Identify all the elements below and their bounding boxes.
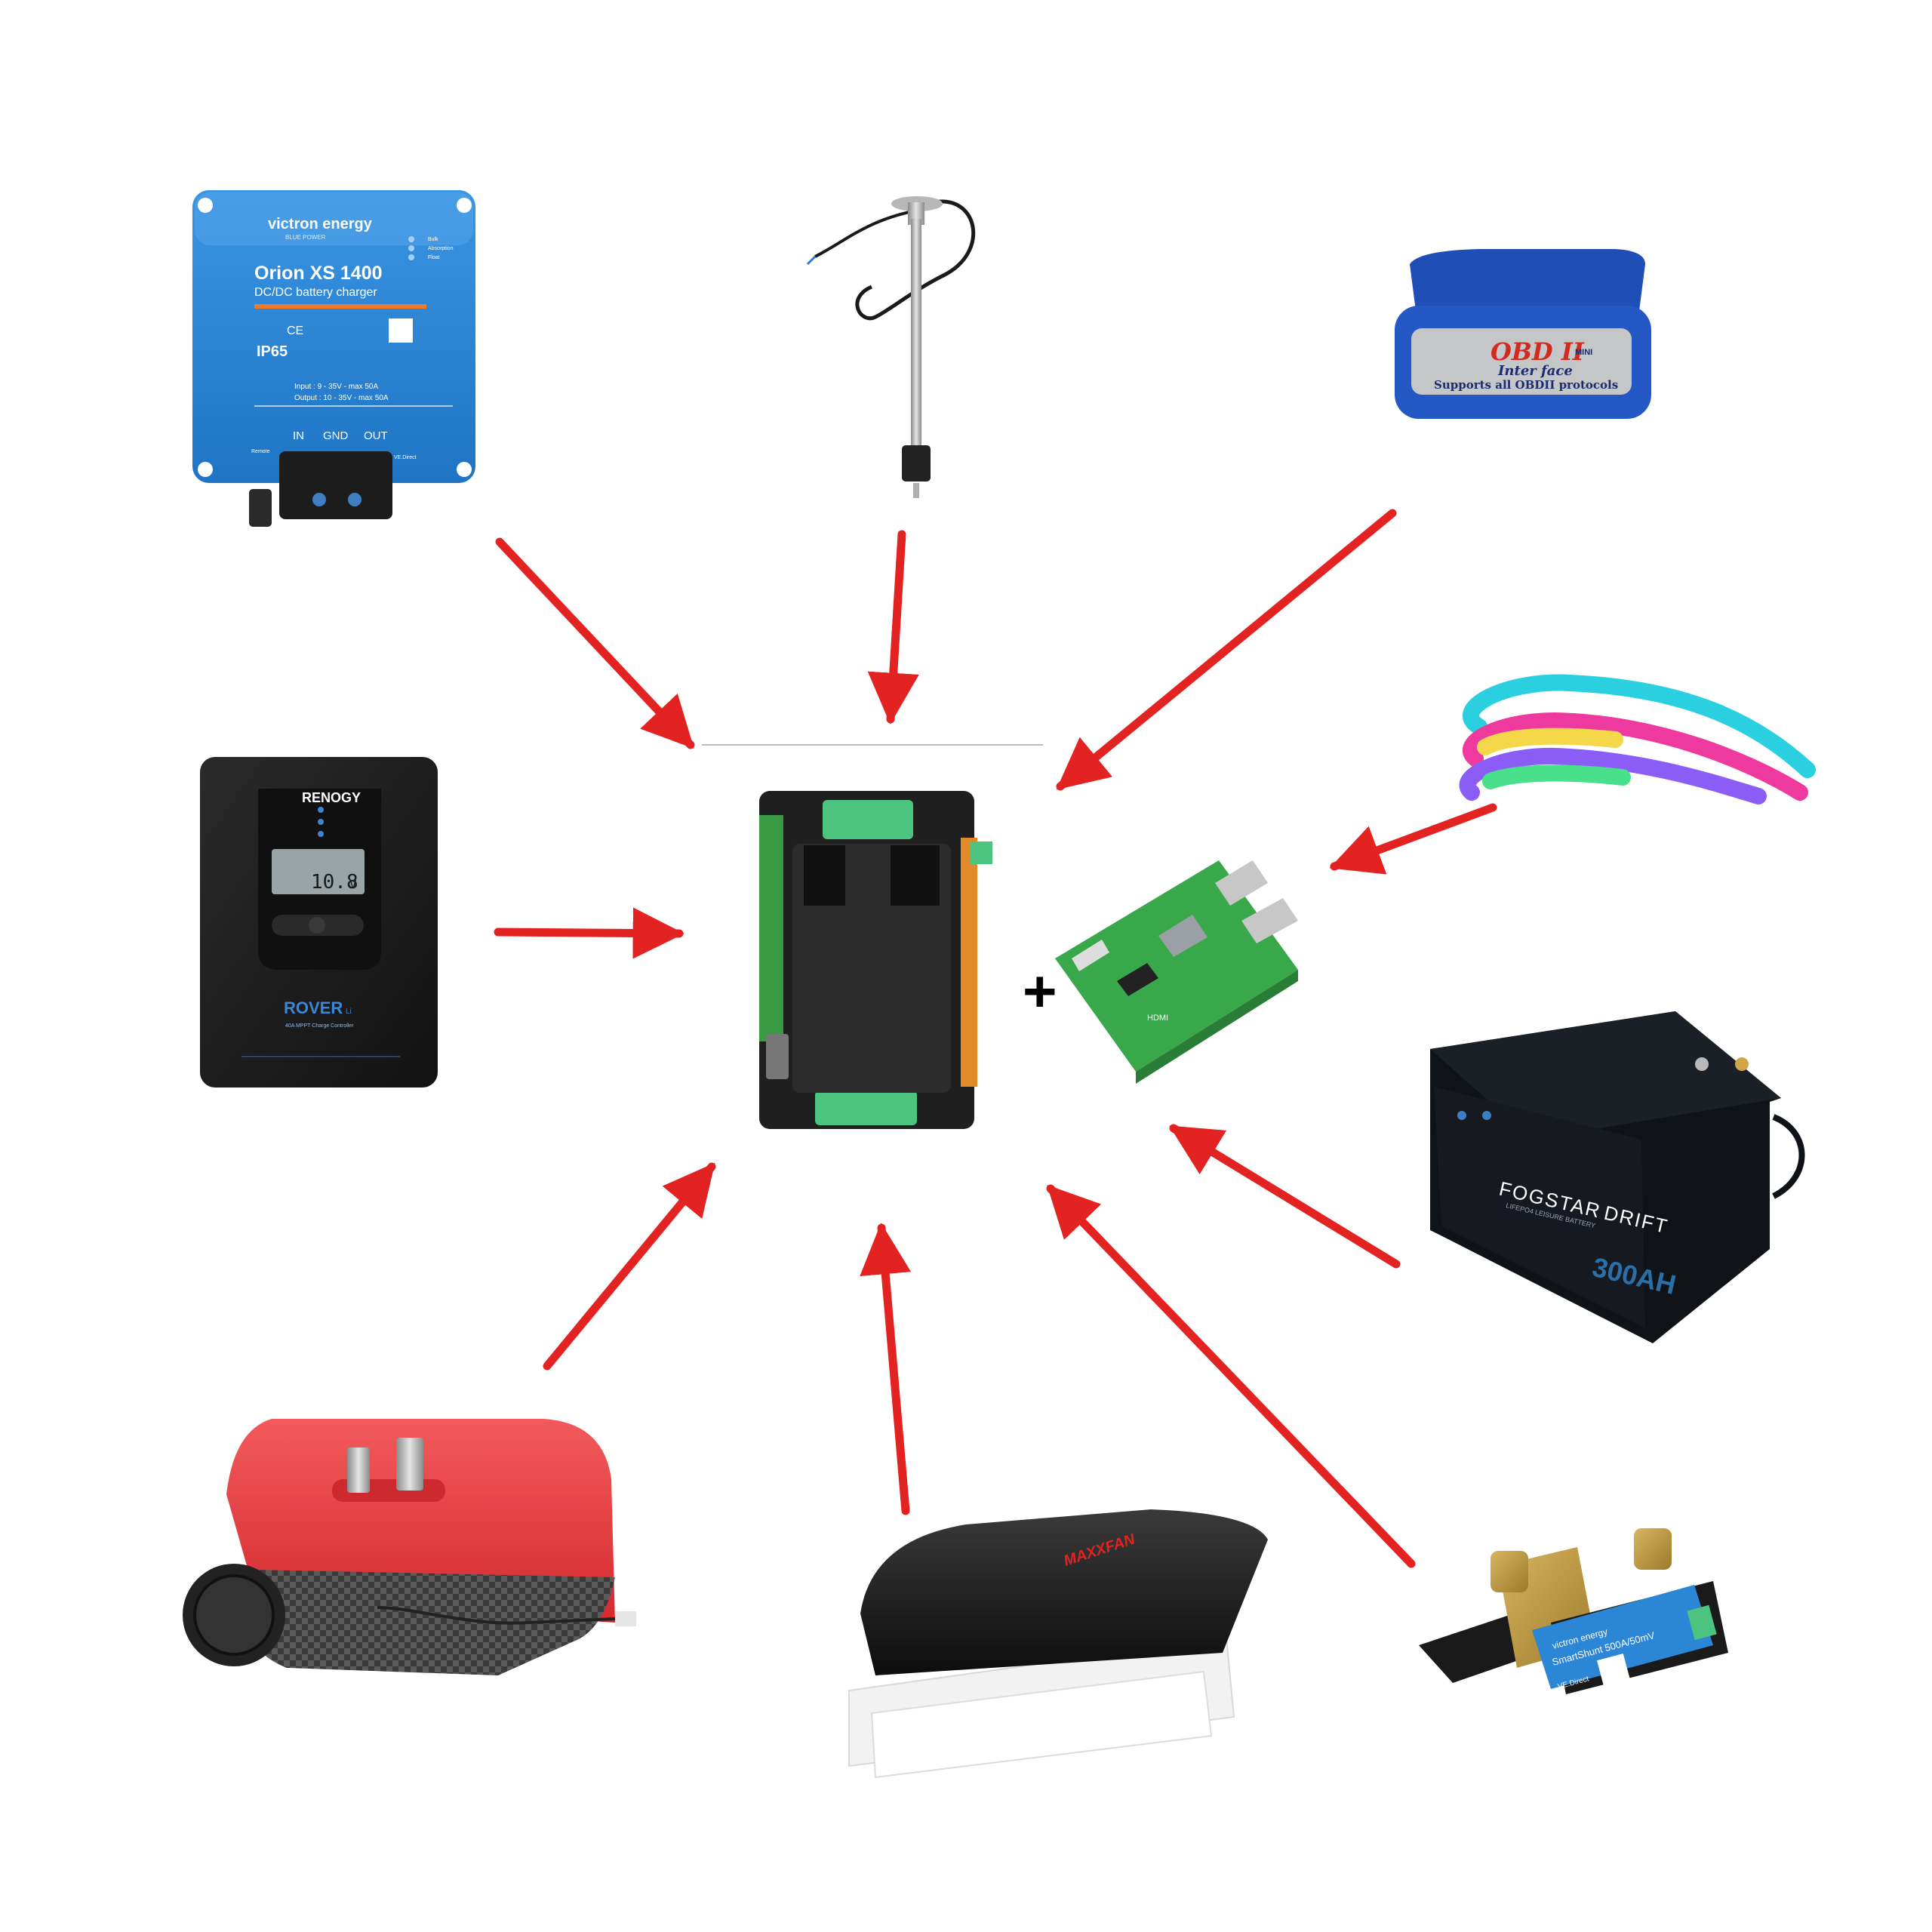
arrow-ledstrip-to-hub [1329, 803, 1497, 875]
obd2-dongle: OBD II Inter face MINI Supports all OBDI… [1395, 249, 1651, 419]
diesel-air-heater [183, 1419, 636, 1675]
arrow-battery-to-hub [1169, 1124, 1401, 1269]
orion-model: Orion XS 1400 [254, 263, 383, 284]
orion-terminal-cover [279, 451, 392, 519]
arrow-orion-to-hub [495, 537, 695, 749]
renogy-reading: 10.8 [311, 871, 358, 894]
obd-mini-badge: MINI [1575, 348, 1592, 357]
fogstar-drift-battery: FOGSTAR DRIFT LIFEPO4 LEISURE BATTERY 30… [1430, 1011, 1805, 1343]
renogy-caption: 40A MPPT Charge Controller [285, 1023, 354, 1029]
rgb-led-strip [1459, 674, 1816, 804]
obd-subtitle: Inter face [1497, 363, 1573, 379]
arrow-renogy-to-hub [494, 907, 685, 959]
orion-terminal-out: OUT [364, 429, 388, 442]
orion-brand: victron energy [268, 216, 373, 232]
central-io-controller [759, 791, 992, 1129]
renogy-series-suffix: Li [346, 1008, 352, 1016]
orion-led-float: Float [428, 255, 440, 260]
renogy-reading-unit: V [349, 877, 357, 891]
arrow-fan-to-hub [860, 1223, 912, 1515]
orion-remote-label: Remote [251, 449, 270, 454]
orion-ip-rating: IP65 [257, 343, 288, 360]
arrow-obd-to-hub [1056, 509, 1397, 791]
orion-output-spec: Output : 10 - 35V - max 50A [294, 394, 389, 402]
orion-orange-stripe [254, 304, 426, 309]
rpi-hdmi-label: HDMI [1147, 1014, 1168, 1023]
hub-joiner-plus: + [1023, 958, 1057, 1024]
obd-tagline: Supports all OBDII protocols [1434, 378, 1618, 392]
arrows [494, 509, 1497, 1568]
orion-ve-direct-label: VE.Direct [394, 455, 417, 460]
orion-ce-mark: CE [287, 325, 303, 337]
renogy-series: ROVER [284, 998, 343, 1017]
orion-description: DC/DC battery charger [254, 286, 377, 299]
raspberry-pi-board: HDMI [1055, 860, 1298, 1084]
maxxfan-roof-vent: MAXXFAN [848, 1509, 1268, 1779]
arrow-tank-sender-to-hub [867, 530, 919, 724]
renogy-lcd [272, 849, 365, 894]
arrow-shunt-to-hub [1046, 1184, 1416, 1568]
victron-orion-charger: victron energy BLUE POWER Orion XS 1400 … [192, 190, 475, 527]
obd-title: OBD II [1491, 337, 1585, 366]
arrow-heater-to-hub [543, 1162, 716, 1371]
victron-smartshunt: victron energy SmartShunt 500A/50mV VE.D… [1419, 1528, 1728, 1694]
orion-terminal-gnd: GND [323, 429, 349, 442]
renogy-brand: RENOGY [302, 790, 361, 805]
renogy-rover-controller: RENOGY 10.8 V ROVER Li 40A MPPT Charge C… [200, 757, 438, 1088]
orion-input-spec: Input : 9 - 35V - max 50A [294, 383, 378, 391]
orion-terminal-in: IN [293, 429, 304, 442]
tank-level-sender [806, 196, 976, 498]
orion-qr-code [389, 318, 413, 343]
orion-led-bulk: Bulk [428, 237, 438, 242]
orion-led-absorption: Absorption [428, 246, 454, 251]
orion-subbrand: BLUE POWER [285, 234, 326, 241]
